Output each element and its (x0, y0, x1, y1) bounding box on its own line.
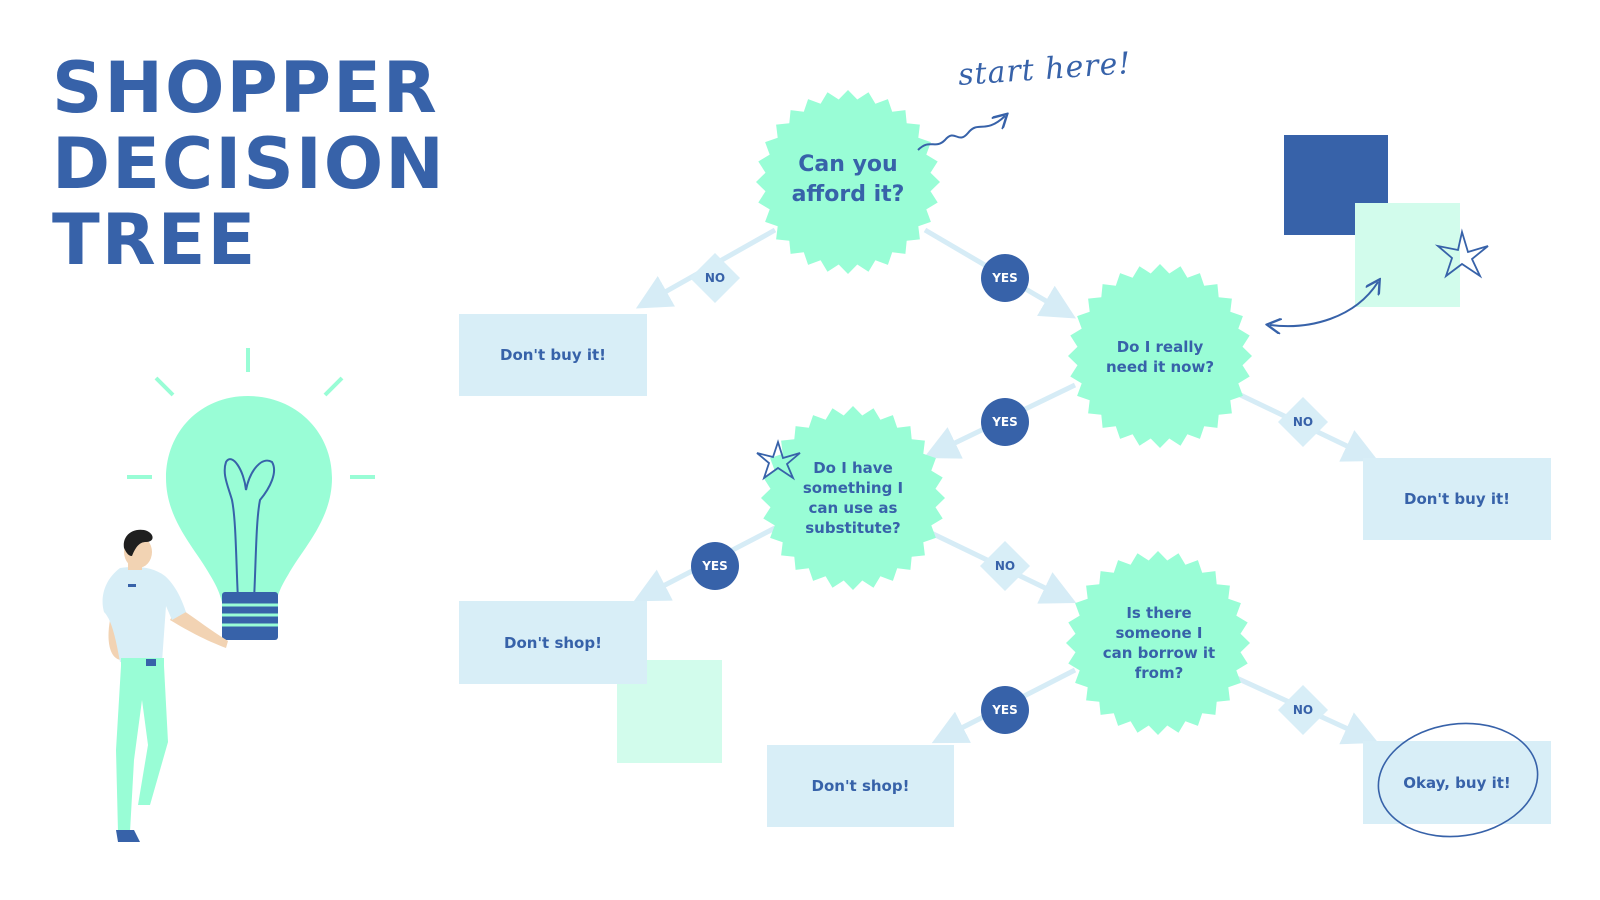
outcome-dont-shop-1: Don't shop! (504, 633, 602, 652)
badge-no-label-2: NO (1292, 415, 1314, 429)
burst-q3 (761, 406, 945, 590)
person-illustration (102, 529, 228, 842)
question-substitute: Do I have something I can use as substit… (802, 459, 904, 537)
circle-doodle (1377, 722, 1539, 838)
badge-yes-3 (691, 542, 739, 590)
outcome-box-2 (1363, 458, 1551, 540)
connectors (633, 227, 1379, 745)
badge-yes-label-4: YES (992, 703, 1018, 717)
question-bursts (756, 90, 1252, 735)
title-line-3: TREE (52, 199, 258, 281)
badge-yes-label-3: YES (702, 559, 728, 573)
badge-yes-1 (981, 254, 1029, 302)
title-line-2: DECISION (52, 123, 446, 205)
badge-no-1 (690, 253, 740, 303)
curved-arrow-icon (1270, 282, 1378, 326)
burst-q4 (1066, 551, 1250, 735)
question-borrow: Is there someone I can borrow it from? (1102, 604, 1216, 682)
squiggle-arrow-icon (917, 116, 1005, 151)
outcome-okay-buy: Okay, buy it! (1403, 773, 1511, 792)
outcome-dont-buy-1: Don't buy it! (500, 346, 606, 364)
badge-no-3 (980, 541, 1030, 591)
outcome-box-3 (459, 601, 647, 684)
outcome-dont-buy-2: Don't buy it! (1404, 490, 1510, 508)
badge-no-2 (1278, 397, 1328, 447)
badge-yes-label-2: YES (992, 415, 1018, 429)
burst-q2 (1068, 264, 1252, 448)
badge-yes-label-1: YES (992, 271, 1018, 285)
badge-no-label-3: NO (994, 559, 1016, 573)
badge-no-4 (1278, 685, 1328, 735)
badge-no-label-1: NO (704, 271, 726, 285)
decision-badges (690, 253, 1328, 735)
outcome-dont-shop-2: Don't shop! (811, 777, 910, 795)
question-need-now: Do I really need it now? (1105, 338, 1215, 376)
star-doodle-icon (756, 439, 801, 481)
burst-q1 (756, 90, 940, 274)
outcome-box-4 (767, 745, 954, 827)
star-doodle-icon (1434, 228, 1489, 279)
badge-yes-4 (981, 686, 1029, 734)
badge-yes-2 (981, 398, 1029, 446)
question-afford: Can you afford it? (791, 152, 905, 207)
lightbulb-icon (127, 348, 375, 640)
badge-no-label-4: NO (1292, 703, 1314, 717)
outcome-box-1 (459, 314, 647, 396)
page-title: SHOPPER DECISION TREE (52, 50, 446, 278)
title-line-1: SHOPPER (52, 47, 439, 129)
